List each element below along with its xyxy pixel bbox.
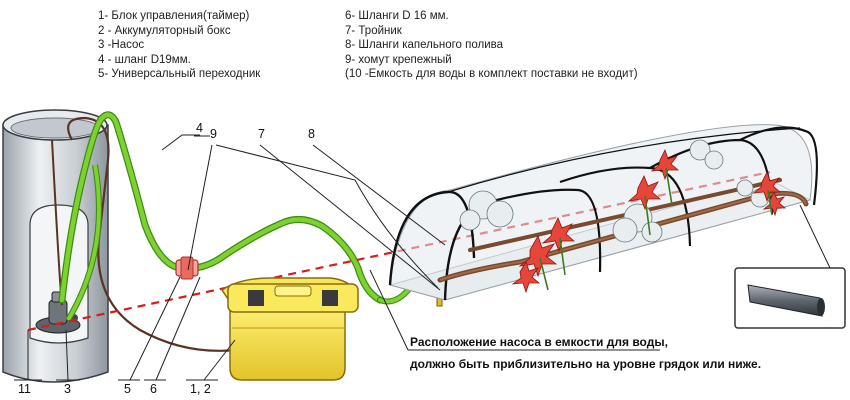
leader-lines bbox=[27, 134, 446, 381]
callout-5: 5 bbox=[124, 382, 131, 396]
callout-7: 7 bbox=[258, 127, 265, 141]
legend-item-7: 7- Тройник bbox=[345, 24, 402, 37]
universal-adapter bbox=[175, 256, 199, 280]
legend-item-9: 9- хомут крепежный bbox=[345, 53, 452, 66]
legend-item-8: 8- Шланги капельного полива bbox=[345, 39, 504, 52]
callout-6: 6 bbox=[150, 382, 157, 396]
battery-box bbox=[220, 277, 359, 381]
legend-right: 6- Шланги D 16 мм. 7- Тройник 8- Шланги … bbox=[345, 9, 638, 82]
legend-item-10: (10 -Емкость для воды в комплект поставк… bbox=[345, 68, 638, 81]
note-line-2: должно быть приблизительно на уровне гря… bbox=[410, 357, 761, 371]
lily-flowers bbox=[511, 148, 787, 294]
callout-4: 4 bbox=[196, 121, 203, 135]
legend-item-3: 3 -Насос bbox=[98, 39, 145, 52]
legend-item-6: 6- Шланги D 16 мм. bbox=[345, 10, 449, 22]
pump bbox=[35, 291, 81, 334]
callout-1-2: 1, 2 bbox=[190, 382, 211, 396]
callout-9: 9 bbox=[210, 127, 217, 141]
legend-item-4: 4 - шланг D19мм. bbox=[98, 53, 191, 66]
drip-tube-inset bbox=[734, 267, 846, 329]
greenhouse bbox=[388, 124, 818, 301]
callout-8: 8 bbox=[308, 127, 315, 141]
callout-3: 3 bbox=[64, 382, 71, 396]
note-line-1: Расположение насоса в емкости для воды, bbox=[410, 335, 668, 349]
legend-item-5: 5- Универсальный переходник bbox=[98, 68, 261, 81]
legend-item-1: 1- Блок управления(таймер) bbox=[98, 10, 250, 22]
callout-labels: 4 9 7 8 11 3 5 6 1, 2 bbox=[18, 121, 315, 396]
callout-underlines bbox=[14, 135, 218, 381]
inset-pointer bbox=[799, 204, 831, 269]
main-hose bbox=[58, 111, 441, 322]
pump-level-note: Расположение насоса в емкости для воды, … bbox=[408, 335, 761, 371]
control-cable bbox=[67, 116, 237, 352]
callout-11: 11 bbox=[18, 382, 31, 396]
legend-item-2: 2 - Аккумуляторный бокс bbox=[98, 24, 231, 37]
legend-left: 1- Блок управления(таймер) 2 - Аккумулят… bbox=[98, 9, 260, 82]
